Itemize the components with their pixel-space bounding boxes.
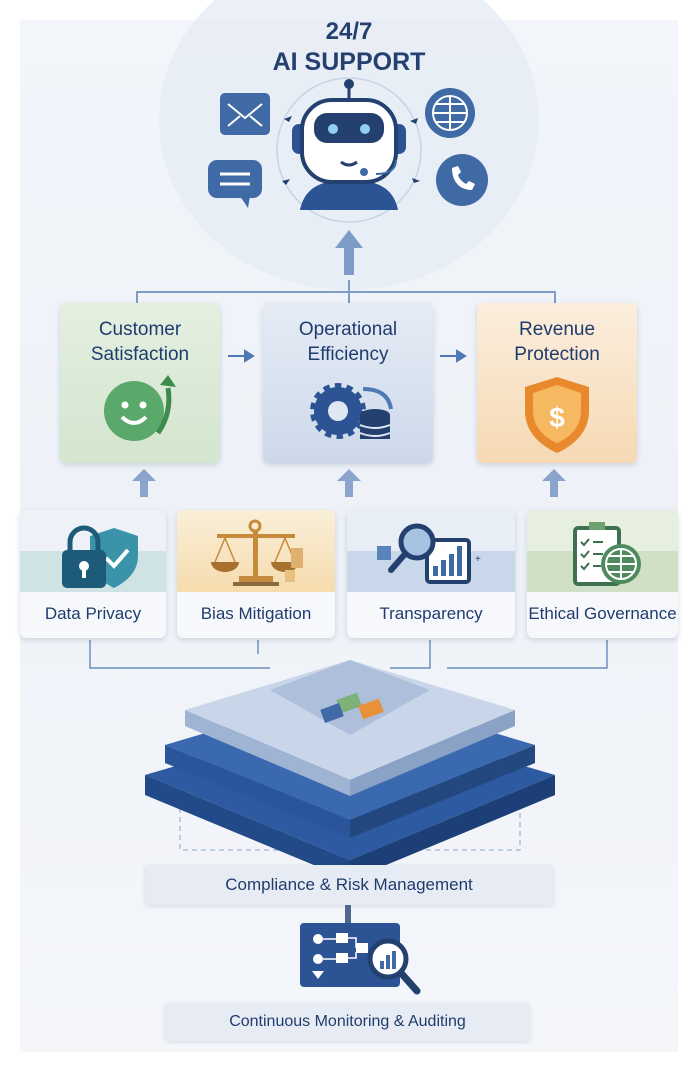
envelope-icon xyxy=(220,93,270,135)
pillar-card-transparency: + Transparency xyxy=(347,510,515,638)
puzzle-stack-icon xyxy=(145,660,555,880)
pillar-card-data-privacy: Data Privacy xyxy=(20,510,166,638)
phone-icon xyxy=(436,154,488,206)
pillar-label: Bias Mitigation xyxy=(200,604,312,623)
smiley-growth-icon xyxy=(104,375,176,441)
signal-arrows xyxy=(282,116,420,185)
pillar-label: Data Privacy xyxy=(44,604,142,623)
flowchart-magnifier-icon xyxy=(300,905,421,995)
scales-icon xyxy=(211,519,303,586)
chat-icon xyxy=(208,160,262,208)
title-ai-support: AI SUPPORT xyxy=(272,48,426,76)
svg-text:$: $ xyxy=(549,402,565,433)
monitoring-label: Continuous Monitoring & Auditing xyxy=(165,1003,530,1041)
pillar-label: Transparency xyxy=(379,604,483,623)
support-icons xyxy=(208,77,488,275)
magnifier-chart-icon: + xyxy=(377,523,481,584)
robot-icon xyxy=(276,77,422,223)
compliance-label: Compliance & Risk Management xyxy=(145,865,553,905)
up-arrow xyxy=(335,230,363,275)
lock-shield-icon xyxy=(62,525,138,588)
checklist-globe-icon xyxy=(573,522,641,586)
connectors xyxy=(89,280,608,669)
title-24-7: 24/7 xyxy=(325,18,373,45)
dollar-shield-icon: $ xyxy=(525,377,589,453)
svg-text:+: + xyxy=(475,554,481,565)
globe-icon xyxy=(425,88,475,138)
gear-database-icon xyxy=(310,383,393,439)
pillar-card-bias-mitigation: Bias Mitigation xyxy=(177,510,335,638)
pillar-label: Ethical Governance xyxy=(528,604,677,623)
pillar-card-ethical-governance: Ethical Governance xyxy=(527,510,678,638)
